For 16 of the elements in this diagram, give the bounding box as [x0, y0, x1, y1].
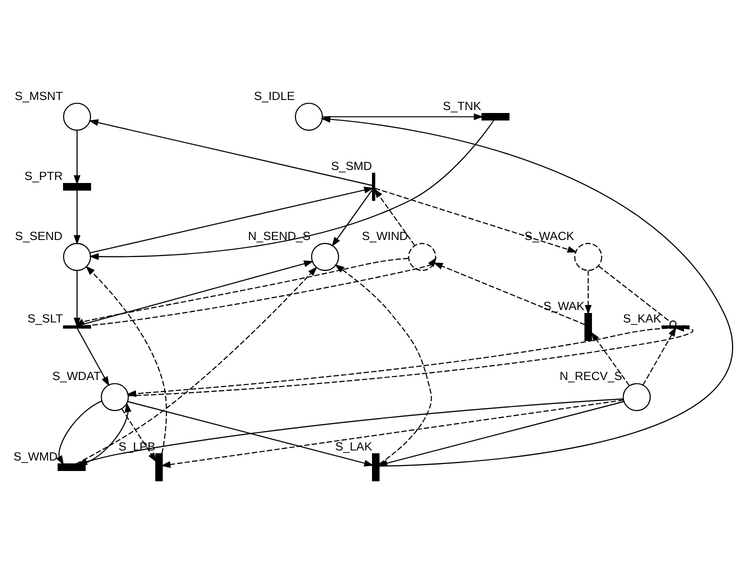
node-label: S_WDAT: [52, 369, 101, 384]
node-label: S_SMD: [331, 158, 372, 173]
node-label: N_SEND_S: [248, 228, 311, 243]
node-label: S_WMD: [13, 450, 58, 464]
node-label: S_KAK: [623, 311, 662, 326]
node-label: S_SLT: [28, 311, 63, 326]
node-label: S_PTR: [24, 169, 63, 184]
node-label: S_WACK: [524, 228, 574, 243]
node-label: S_MSNT: [14, 88, 63, 103]
node-label: S_IDLE: [254, 88, 295, 103]
node-label: S_WAK: [543, 299, 584, 314]
node-label: N_RECV_S: [560, 369, 622, 384]
node-label: S_TNK: [442, 99, 482, 114]
node-label: S_LAK: [335, 439, 372, 454]
node-label: S_SEND: [15, 228, 63, 243]
node-label: S_WIND: [362, 228, 408, 243]
